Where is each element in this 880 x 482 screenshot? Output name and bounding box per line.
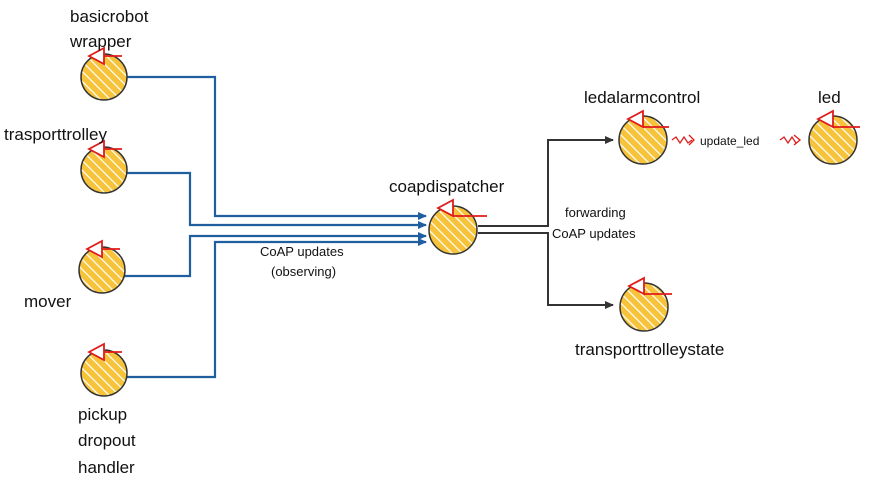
node-led[interactable] — [808, 109, 860, 165]
coap-updates-label-line1: CoAP updates — [260, 244, 344, 259]
link-mover-to-dispatcher — [120, 232, 427, 278]
trasporttrolley-label: trasporttrolley — [4, 125, 107, 144]
event-squiggle-left — [671, 135, 693, 145]
actor-flag-icon — [627, 276, 645, 296]
basicrobot-label-line2: wrapper — [69, 32, 132, 51]
event-squiggle-right — [779, 135, 797, 145]
update-led-event — [671, 134, 802, 146]
node-coapdispatcher[interactable] — [428, 198, 487, 255]
link-dispatcher-to-transporttrolleystate — [478, 232, 614, 309]
basicrobot-label-line1: basicrobot — [70, 7, 149, 26]
pickup-label-line2: dropout — [78, 431, 136, 450]
actor-flag-icon — [816, 109, 834, 129]
link-pickup-to-dispatcher — [120, 238, 427, 379]
pickup-label-line1: pickup — [78, 405, 127, 424]
link-dispatcher-to-ledalarmcontrol — [478, 136, 614, 227]
coapdispatcher-label: coapdispatcher — [389, 177, 505, 196]
node-mover[interactable] — [78, 239, 126, 294]
pickup-label-line3: handler — [78, 458, 135, 477]
node-trasporttrolley[interactable] — [80, 139, 128, 194]
event-arrowhead-right — [793, 134, 802, 146]
blue-links — [120, 75, 427, 379]
node-ledalarmcontrol[interactable] — [618, 109, 669, 165]
actor-flag-icon — [626, 109, 644, 129]
event-arrowhead-left — [688, 134, 695, 146]
actor-flag-icon — [436, 198, 454, 218]
coap-updates-label-line2: (observing) — [271, 264, 336, 279]
forwarding-label-line1: forwarding — [565, 205, 626, 220]
node-basicrobot[interactable] — [80, 46, 128, 101]
link-trasporttrolley-to-dispatcher — [120, 171, 427, 229]
node-pickup[interactable] — [80, 342, 128, 397]
ledalarmcontrol-label: ledalarmcontrol — [584, 88, 700, 107]
dark-links — [478, 136, 614, 309]
update-led-label: update_led — [700, 134, 759, 148]
led-label: led — [818, 88, 841, 107]
link-basicrobot-to-dispatcher — [120, 75, 427, 220]
node-transporttrolleystate[interactable] — [619, 276, 672, 332]
mover-label: mover — [24, 292, 72, 311]
transporttrolleystate-label: transporttrolleystate — [575, 340, 724, 359]
forwarding-label-line2: CoAP updates — [552, 226, 636, 241]
